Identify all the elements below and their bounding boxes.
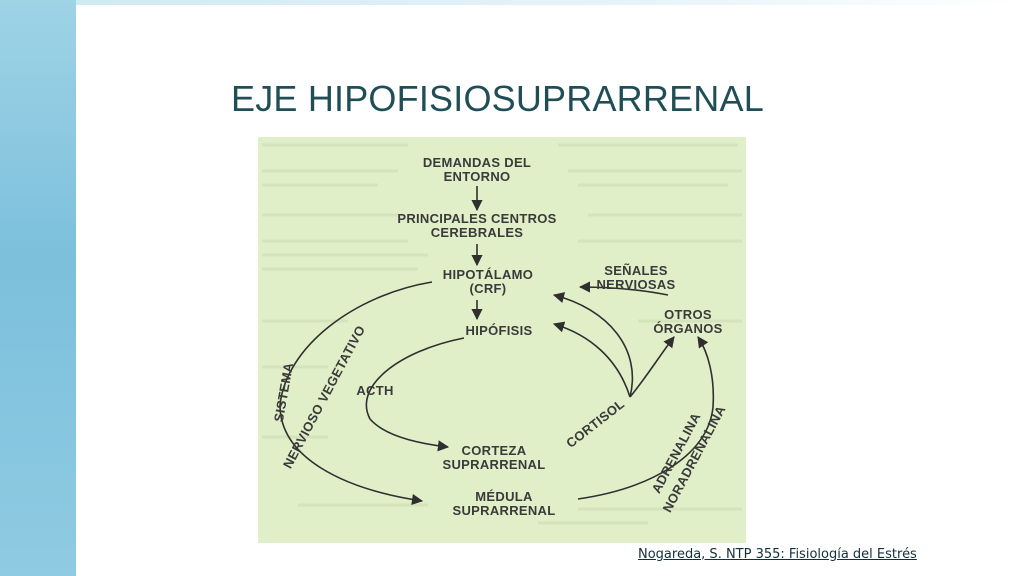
node-hipofisis: HIPÓFISIS bbox=[466, 323, 533, 338]
top-decorative-band bbox=[76, 0, 1024, 5]
node-centros-line1: PRINCIPALES CENTROS bbox=[397, 211, 556, 226]
node-hipotalamo-line1: HIPOTÁLAMO bbox=[443, 267, 533, 282]
side-decorative-band bbox=[0, 0, 76, 576]
node-demandas-line2: ENTORNO bbox=[444, 169, 511, 184]
arrow-cortisol-to-hipofisis bbox=[552, 321, 631, 398]
label-cortisol: CORTISOL bbox=[563, 396, 627, 451]
label-acth: ACTH bbox=[356, 383, 393, 398]
label-sistema: SISTEMA bbox=[271, 361, 296, 423]
node-medula-line1: MÉDULA bbox=[475, 489, 533, 504]
node-corteza-line2: SUPRARRENAL bbox=[443, 457, 546, 472]
slide-title: EJE HIPOFISIOSUPRARRENAL bbox=[231, 78, 764, 119]
node-senales-line2: NERVIOSAS bbox=[596, 277, 675, 292]
background-text-lines bbox=[262, 143, 742, 525]
arrow-cortisol-to-otros bbox=[629, 336, 675, 398]
axis-diagram: DEMANDAS DEL ENTORNO PRINCIPALES CENTROS… bbox=[262, 143, 742, 525]
node-centros-line2: CEREBRALES bbox=[431, 225, 524, 240]
arrow-cortisol-to-hipotalamo bbox=[552, 292, 634, 398]
axis-diagram-figure: DEMANDAS DEL ENTORNO PRINCIPALES CENTROS… bbox=[258, 137, 746, 543]
source-citation-link[interactable]: Nogareda, S. NTP 355: Fisiología del Est… bbox=[638, 547, 917, 562]
node-demandas-line1: DEMANDAS DEL bbox=[423, 155, 531, 170]
node-corteza-line1: CORTEZA bbox=[462, 443, 527, 458]
arrow-medula-adrenalina-to-otros bbox=[577, 336, 715, 500]
arrow-hipofisis-acth-to-corteza bbox=[365, 337, 465, 452]
node-hipotalamo-line2: (CRF) bbox=[470, 281, 507, 296]
node-senales-line1: SEÑALES bbox=[604, 263, 668, 278]
arrow-otros-senales-to-hipotalamo bbox=[578, 281, 669, 296]
label-nervioso-vegetativo: NERVIOSO VEGETATIVO bbox=[280, 323, 368, 471]
arrow-sistema-nervioso-to-medula bbox=[279, 281, 433, 506]
node-medula-line2: SUPRARRENAL bbox=[453, 503, 556, 518]
node-otros-line2: ÓRGANOS bbox=[653, 321, 722, 336]
node-otros-line1: OTROS bbox=[664, 307, 712, 322]
